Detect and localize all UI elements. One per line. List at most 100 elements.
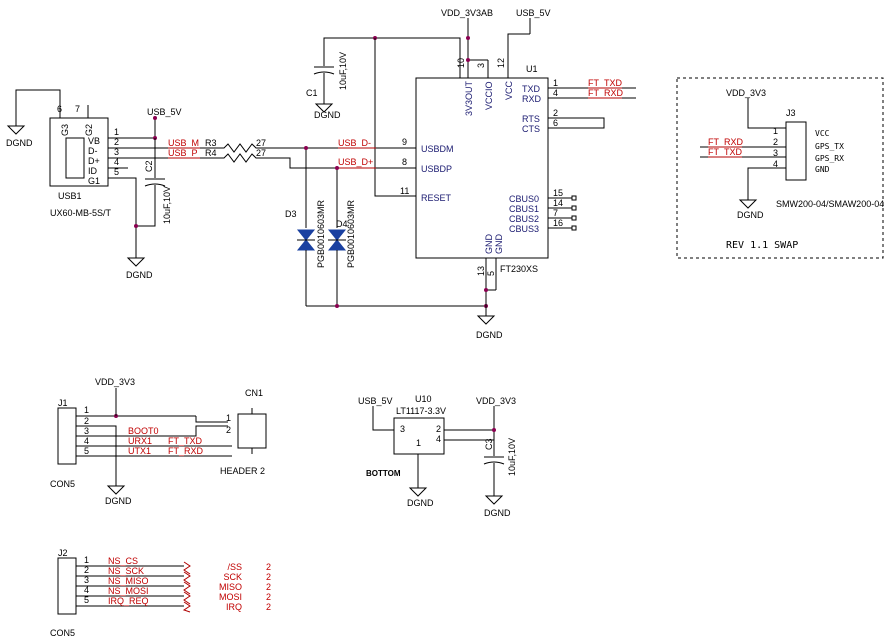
j1-net-3: BOOT0	[128, 426, 159, 436]
j1-pin-num-2: 2	[84, 416, 89, 426]
j2-sheet-4: 2	[266, 592, 271, 602]
usb-5v-flag-connector: USB_5V	[147, 107, 182, 140]
usb1-pin-num-4: 4	[114, 157, 119, 167]
j2-net-3: NS_MISO	[108, 576, 149, 586]
r4-ref: R4	[205, 148, 217, 158]
dgnd-label: DGND	[314, 110, 341, 120]
j2-pin-num-1: 1	[84, 555, 89, 565]
ground-symbol: DGND	[737, 199, 764, 220]
usb1-pin-name-2: D-	[88, 146, 98, 156]
j2-pin-num-3: 3	[84, 575, 89, 585]
usb-connector-usb1: G3 G2 6 7 VB D- D+ ID G1 1 2 3 4 5 USB1 …	[49, 104, 119, 218]
j1-vdd-label: VDD_3V3	[95, 377, 135, 387]
j2-pin-num-5: 5	[84, 595, 89, 605]
j2-ref: J2	[58, 548, 68, 558]
j1-net-ft-txd: FT_TXD	[168, 436, 203, 446]
u1-right-pin-num-5: 15	[553, 188, 563, 198]
u10-side: BOTTOM	[366, 469, 401, 478]
j3-net-ft-txd: FT_TXD	[708, 147, 743, 157]
r3-ref: R3	[205, 138, 217, 148]
d3-part: PGB0010603MR	[316, 199, 326, 268]
u10-pin1: 1	[416, 438, 421, 448]
ground-symbol: DGND	[407, 487, 434, 508]
u1-bottom-pin-name-1: GND	[484, 234, 494, 255]
resistor-r3: R3 27	[205, 138, 270, 153]
capacitor-c3: C3 10uF,10V	[483, 438, 517, 496]
c2-ref: C2	[144, 160, 154, 172]
usb1-pin-num-3: 3	[114, 147, 119, 157]
j3-net-ft-rxd: FT_RXD	[708, 137, 744, 147]
net-ft-rxd: FT_RXD	[588, 88, 624, 98]
usb1-ref: USB1	[58, 191, 82, 201]
j1-net-4: URX1	[128, 436, 152, 446]
usb1-part: UX60-MB-5S/T	[50, 208, 112, 218]
cn1-ref: CN1	[245, 388, 263, 398]
j2-sheet-5: 2	[266, 602, 271, 612]
ground-symbol: DGND	[105, 485, 132, 506]
u1-top-pin-num-2: 3	[476, 63, 486, 68]
j2-net-4: NS_MOSI	[108, 586, 149, 596]
usb-5v-label-top: USB_5V	[516, 8, 551, 18]
j2-port-1: /SS	[227, 562, 242, 572]
net-usb-dp: USB_D+	[338, 157, 373, 167]
ic-u1-ft230xs: U1 FT230XS 10 3 12 3V3OUT VCCIO VCC 9 8 …	[400, 58, 636, 306]
u1-left-pin-name-3: RESET	[421, 193, 452, 203]
j2-port-2: SCK	[223, 572, 242, 582]
u10-pin4: 4	[436, 434, 441, 444]
u1-bottom-pin-num-2: 5	[486, 271, 496, 276]
usb1-pin-num-1: 1	[114, 127, 119, 137]
u1-left-pin-name-1: USBDM	[421, 144, 454, 154]
capacitor-c2: C2 10uF,10V	[134, 138, 172, 228]
u1-bottom-pin-num-1: 13	[476, 266, 486, 276]
j1-pin-num-3: 3	[84, 426, 89, 436]
u1-top-pin-num-3: 12	[496, 58, 506, 68]
j3-pin-num-3: 3	[773, 148, 778, 158]
j2-net-2: NS_SCK	[108, 566, 144, 576]
u1-right-pin-name-8: CBUS3	[509, 224, 539, 234]
ground-symbol: DGND	[476, 315, 503, 340]
j3-ref: J3	[786, 108, 796, 118]
u1-right-pin-num-7: 7	[553, 208, 558, 218]
u10-ref: U10	[415, 394, 432, 404]
ground-symbol: DGND	[314, 103, 341, 120]
u1-part: FT230XS	[500, 264, 538, 274]
u1-top-pin-name-2: VCCIO	[484, 81, 494, 110]
net-usb-m: USB_M	[168, 138, 199, 148]
j1-net-5: UTX1	[128, 446, 151, 456]
u1-top-pin-num-1: 10	[456, 58, 466, 68]
u10-part: LT1117-3.3V	[396, 406, 446, 416]
j1-pin-num-1: 1	[84, 405, 89, 415]
d3-ref: D3	[285, 209, 297, 219]
u10-pin2: 2	[436, 424, 441, 434]
usb1-g3: G3	[60, 124, 70, 136]
u1-top-pin-name-1: 3V3OUT	[464, 80, 474, 116]
connector-j1: J1 CON5 1 2 3 4 5 BOOT0 URX1 UTX1 FT_TXD…	[50, 377, 232, 489]
j3-pin-num-2: 2	[773, 137, 778, 147]
usb-5v-label-connector: USB_5V	[147, 107, 182, 117]
j2-port-3: MISO	[219, 582, 242, 592]
u10-pin3: 3	[400, 424, 405, 434]
usb1-pin-name-1: VB	[88, 136, 100, 146]
ground-symbol: DGND	[126, 257, 153, 280]
tvs-diode-d3: D3 PGB0010603MR	[285, 146, 326, 306]
c1-ref: C1	[306, 88, 318, 98]
j3-pin-num-4: 4	[773, 159, 778, 169]
j2-net-5: IRQ_REQ	[108, 596, 149, 606]
u1-right-pin-num-8: 16	[553, 218, 563, 228]
u1-right-pin-num-1: 1	[553, 78, 558, 88]
u1-bottom-pin-name-2: GND	[494, 234, 504, 255]
header-cn1: CN1 1 2 HEADER 2	[220, 388, 267, 476]
j1-part: CON5	[50, 479, 75, 489]
cn1-pin1: 1	[226, 413, 231, 423]
j2-net-1: NS_CS	[108, 556, 138, 566]
j1-pin-num-4: 4	[84, 436, 89, 446]
u1-right-pin-num-6: 14	[553, 198, 563, 208]
c3-value: 10uF,10V	[507, 438, 517, 476]
u10-vdd-label: VDD_3V3	[476, 396, 516, 406]
j2-part: CON5	[50, 628, 75, 638]
dgnd-label: DGND	[6, 138, 33, 148]
u1-right-pin-name-5: CBUS0	[509, 194, 539, 204]
vdd-3v3ab-flag: VDD_3V3AB	[441, 8, 493, 78]
dgnd-label: DGND	[737, 210, 764, 220]
j2-sheet-3: 2	[266, 582, 271, 592]
